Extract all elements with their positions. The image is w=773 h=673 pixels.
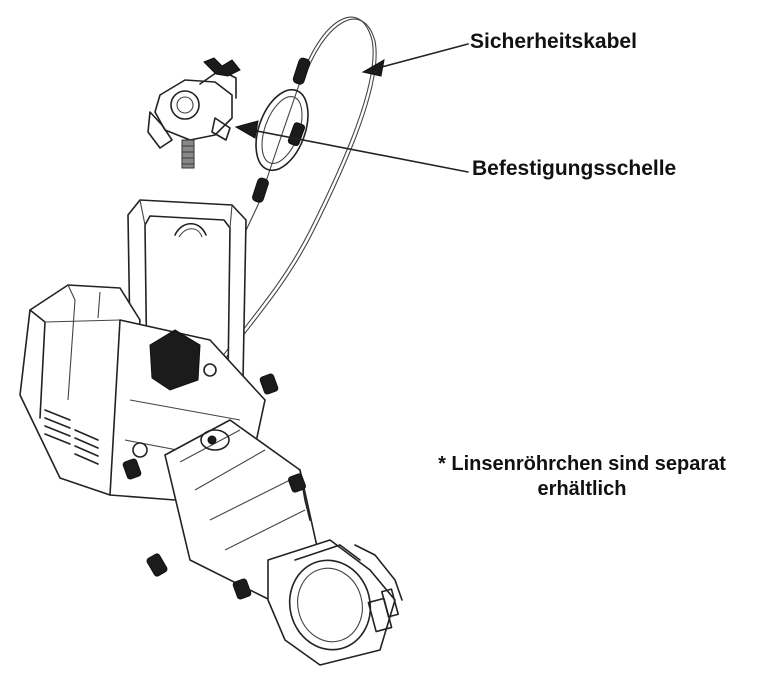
vent-slots [44, 409, 99, 465]
lens-tube-note: * Linsenröhrchen sind separat erhältlich [392, 452, 772, 502]
safety-cable-label: Sicherheitskabel [470, 30, 637, 53]
note-line-1: * Linsenröhrchen sind separat [438, 453, 726, 475]
lens-holder [267, 539, 403, 666]
carabiner [255, 88, 309, 172]
leader-arrows [234, 43, 469, 173]
mounting-clamp [147, 57, 241, 169]
safety-cable [204, 16, 377, 383]
rear-housing [19, 284, 141, 496]
knobs [122, 373, 306, 600]
note-line-2: erhältlich [537, 478, 627, 500]
mounting-clamp-label: Befestigungsschelle [472, 157, 677, 180]
